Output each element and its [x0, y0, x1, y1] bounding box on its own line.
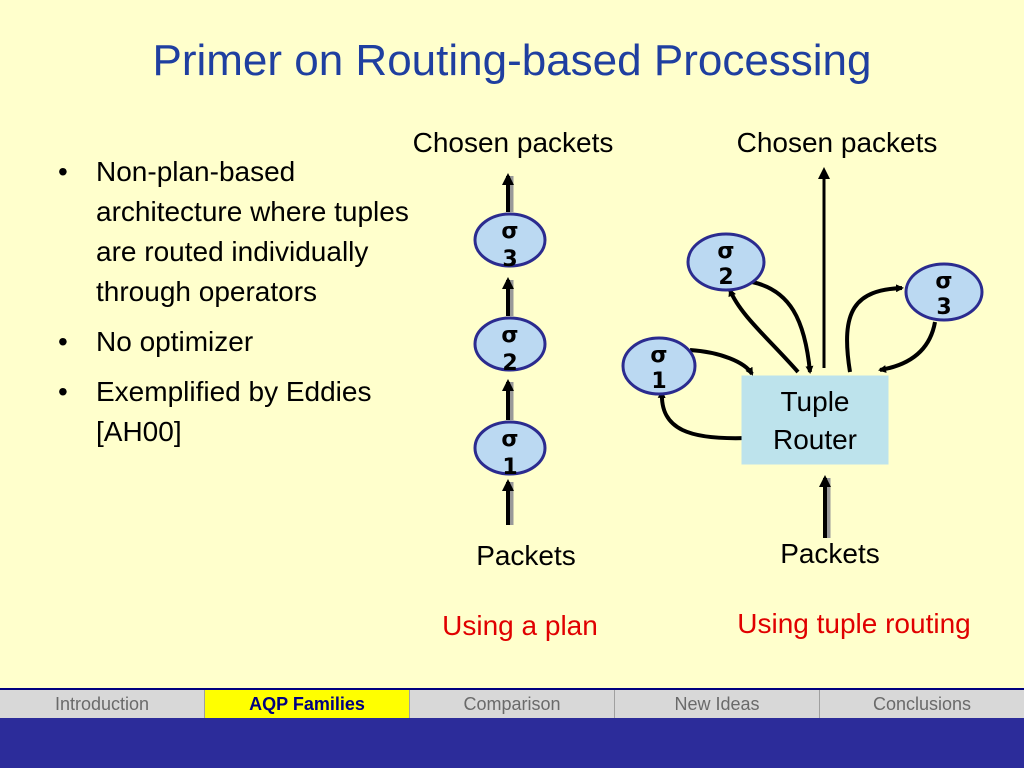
nav-tab-new-ideas[interactable]: New Ideas	[615, 690, 820, 718]
operator-index: 3	[936, 295, 951, 320]
plan-top-label: Chosen packets	[413, 127, 614, 158]
routing-bottom-label: Packets	[780, 538, 880, 569]
nav-tab-comparison[interactable]: Comparison	[410, 690, 615, 718]
router-label: Router	[773, 424, 857, 455]
section-nav: Introduction AQP Families Comparison New…	[0, 690, 1024, 718]
operator-symbol: σ	[501, 219, 518, 244]
routing-operator-node: σ 1	[621, 336, 697, 396]
nav-tab-aqp-families[interactable]: AQP Families	[205, 690, 410, 718]
plan-flow-arrows	[502, 173, 514, 525]
operator-symbol: σ	[935, 269, 952, 294]
routing-operator-node: σ 3	[904, 262, 984, 322]
operator-symbol: σ	[501, 427, 518, 452]
operator-symbol: σ	[650, 343, 667, 368]
routing-operator-node: σ 2	[686, 232, 766, 292]
nav-tab-introduction[interactable]: Introduction	[0, 690, 205, 718]
tuple-router-box: Tuple Router	[741, 375, 889, 465]
operator-index: 2	[718, 265, 733, 290]
footer-rule	[0, 688, 1024, 690]
plan-diagram: Chosen packets σ 3 σ 2 σ 1 Packets	[413, 127, 614, 641]
plan-bottom-label: Packets	[476, 540, 576, 571]
plan-caption: Using a plan	[442, 610, 598, 641]
plan-operator-node: σ 1	[473, 420, 547, 480]
operator-symbol: σ	[717, 239, 734, 264]
plan-operator-node: σ 3	[473, 212, 547, 272]
operator-index: 2	[502, 351, 517, 376]
bullet-item: Exemplified by Eddies [AH00]	[58, 372, 438, 452]
routing-diagrams: Chosen packets σ 3 σ 2 σ 1 Packets	[413, 127, 984, 641]
router-label: Tuple	[780, 386, 849, 417]
input-arrow	[819, 475, 831, 538]
routing-top-label: Chosen packets	[737, 127, 938, 158]
bullet-item: No optimizer	[58, 322, 438, 362]
bullet-list: Non-plan-based architecture where tuples…	[58, 152, 438, 462]
operator-index: 1	[502, 455, 517, 480]
plan-operator-node: σ 2	[473, 316, 547, 376]
operator-index: 3	[502, 247, 517, 272]
operator-index: 1	[651, 369, 666, 394]
bullet-item: Non-plan-based architecture where tuples…	[58, 152, 438, 312]
operator-symbol: σ	[501, 323, 518, 348]
routing-arrows	[657, 280, 937, 441]
routing-diagram: Chosen packets Tuple Router σ 2	[621, 127, 984, 639]
slide-title: Primer on Routing-based Processing	[152, 36, 872, 85]
nav-tab-conclusions[interactable]: Conclusions	[872, 694, 972, 714]
routing-caption: Using tuple routing	[737, 608, 970, 639]
